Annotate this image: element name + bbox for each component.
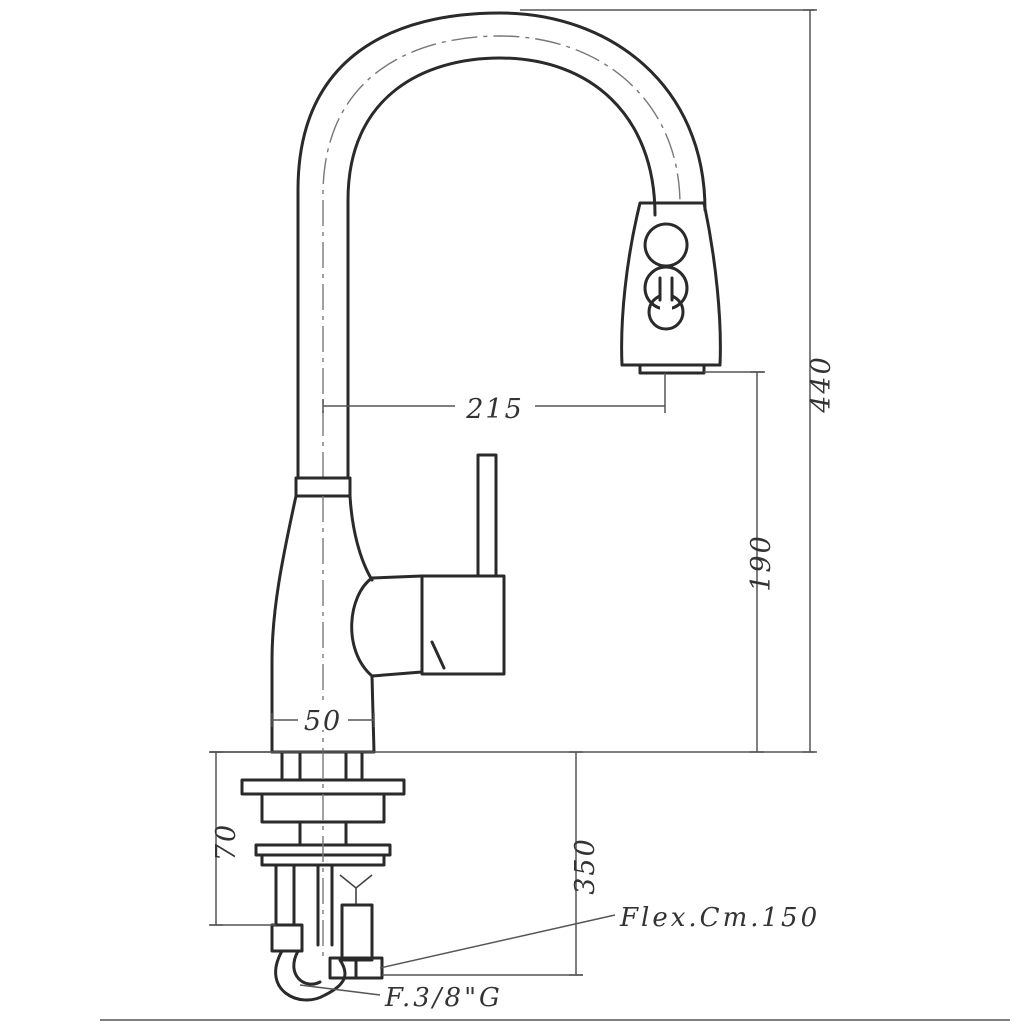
- spout: [296, 11, 707, 480]
- lever-handle: [350, 453, 506, 678]
- dimension-70: 70: [209, 751, 282, 926]
- label-50: 50: [304, 706, 342, 737]
- spray-button-icon: [643, 222, 689, 331]
- dimension-215: 215: [322, 373, 666, 425]
- dimension-50: 50: [271, 704, 375, 737]
- label-440: 440: [806, 355, 837, 414]
- label-70: 70: [211, 823, 242, 861]
- note-connection: F.3/8"G: [299, 983, 503, 1013]
- dimension-190: 190: [704, 371, 777, 753]
- note-flex-hose: Flex.Cm.150: [379, 903, 820, 969]
- mounting-kit: [240, 750, 406, 1002]
- dimension-440: 440: [520, 9, 837, 753]
- dimension-350: 350: [382, 751, 601, 976]
- label-215: 215: [465, 394, 524, 425]
- label-350: 350: [570, 837, 601, 895]
- label-connection: F.3/8"G: [384, 983, 503, 1013]
- label-190: 190: [746, 534, 777, 592]
- spray-head: [620, 201, 722, 375]
- label-flex-hose: Flex.Cm.150: [619, 903, 820, 933]
